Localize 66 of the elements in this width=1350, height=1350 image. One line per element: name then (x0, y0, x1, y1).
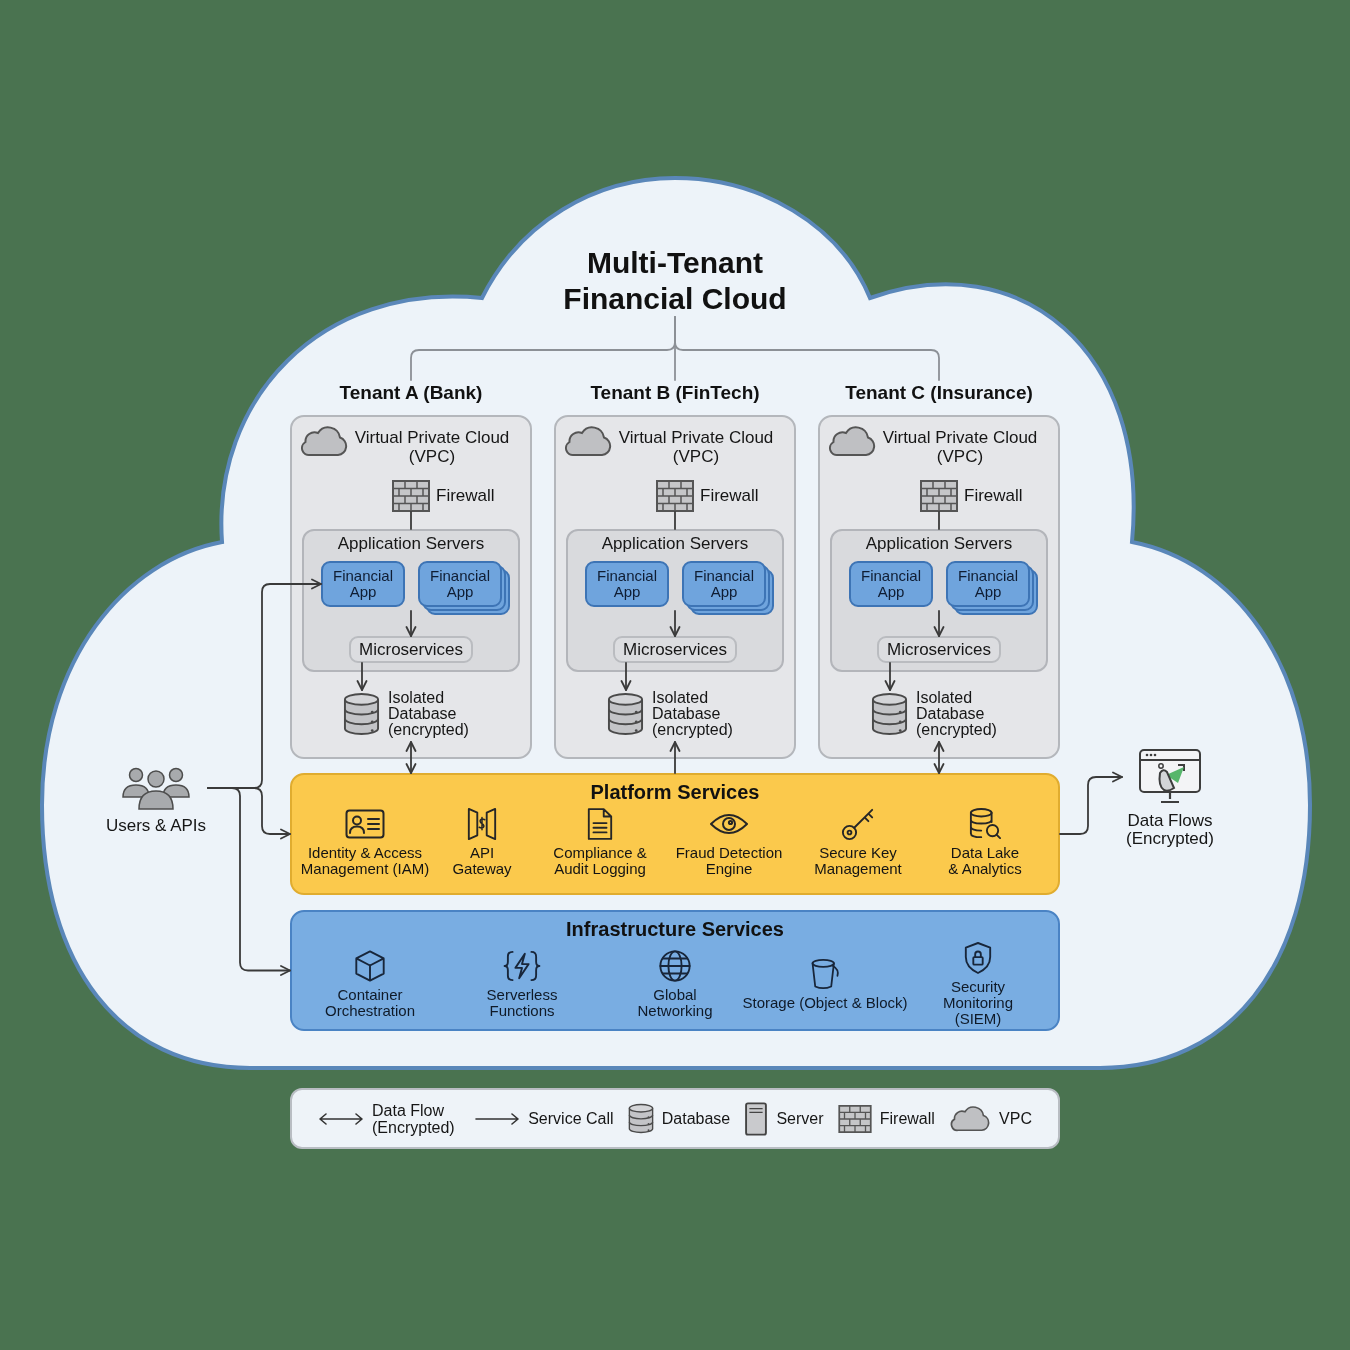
panel-heading: Virtual Private Cloud (VPC) (881, 428, 1039, 466)
service-label: Storage (Object & Block) (741, 994, 909, 1011)
arrow (933, 741, 945, 774)
arrow (356, 662, 368, 691)
app-card: Financial App (946, 561, 1030, 607)
node-label: Isolated Database (encrypted) (388, 690, 470, 738)
service-label: Compliance & Audit Logging (552, 845, 648, 877)
group-heading: Application Servers (865, 534, 1013, 554)
app-card: Financial App (418, 561, 502, 607)
service-pill: Microservices (613, 636, 737, 663)
node-label: Firewall (964, 486, 1023, 506)
connector-line (938, 511, 940, 530)
legend-label: Firewall (879, 1110, 935, 1127)
tenant-heading: Tenant A (Bank) (339, 381, 483, 405)
arrow (933, 610, 945, 637)
connector-line (410, 511, 412, 530)
node-label: Isolated Database (encrypted) (652, 690, 734, 738)
node-label: Data Flows (Encrypted) (1125, 812, 1215, 848)
diagram-title: Multi-Tenant Financial Cloud (540, 245, 810, 317)
service-label: Identity & Access Management (IAM) (299, 845, 431, 877)
service-label: API Gateway (451, 845, 513, 877)
legend-label: Data Flow (Encrypted) (372, 1101, 456, 1136)
tenant-heading: Tenant C (Insurance) (845, 381, 1033, 405)
arrow (669, 741, 681, 774)
service-label: Security Monitoring (SIEM) (941, 978, 1014, 1027)
service-label: Data Lake & Analytics (947, 845, 1023, 877)
panel-heading: Virtual Private Cloud (VPC) (617, 428, 775, 466)
app-server-group (830, 529, 1048, 672)
app-card: Financial App (321, 561, 405, 607)
arrow (405, 610, 417, 637)
arrow (884, 662, 896, 691)
service-pill: Microservices (349, 636, 473, 663)
node-label: Isolated Database (encrypted) (916, 690, 998, 738)
tenant-heading: Tenant B (FinTech) (590, 381, 760, 405)
legend-label: Database (661, 1110, 731, 1127)
service-pill: Microservices (877, 636, 1001, 663)
app-card: Financial App (849, 561, 933, 607)
group-heading: Application Servers (337, 534, 485, 554)
legend-label: VPC (999, 1110, 1032, 1127)
service-label: Serverless Functions (485, 986, 559, 1019)
app-card: Financial App (682, 561, 766, 607)
panel-heading: Platform Services (590, 780, 760, 804)
app-server-group (566, 529, 784, 672)
node-label: Firewall (436, 486, 495, 506)
service-label: Fraud Detection Engine (674, 845, 784, 877)
panel-heading: Infrastructure Services (566, 917, 784, 941)
connector-line (674, 511, 676, 530)
legend-label: Service Call (528, 1110, 614, 1127)
panel-heading: Virtual Private Cloud (VPC) (353, 428, 511, 466)
service-label: Container Orchestration (323, 986, 416, 1019)
group-heading: Application Servers (601, 534, 749, 554)
platform-panel (290, 773, 1060, 895)
service-label: Secure Key Management (813, 845, 903, 877)
legend-label: Server (776, 1110, 824, 1127)
connector-line (674, 316, 940, 381)
arrow (1059, 771, 1123, 835)
service-label: Global Networking (636, 986, 714, 1019)
arrow (620, 662, 632, 691)
app-server-group (302, 529, 520, 672)
arrow (405, 741, 417, 774)
node-label: Users & APIs (105, 816, 207, 836)
arrow (669, 610, 681, 637)
infrastructure-panel (290, 910, 1060, 1031)
app-card: Financial App (585, 561, 669, 607)
arrow (207, 787, 291, 976)
node-label: Firewall (700, 486, 759, 506)
